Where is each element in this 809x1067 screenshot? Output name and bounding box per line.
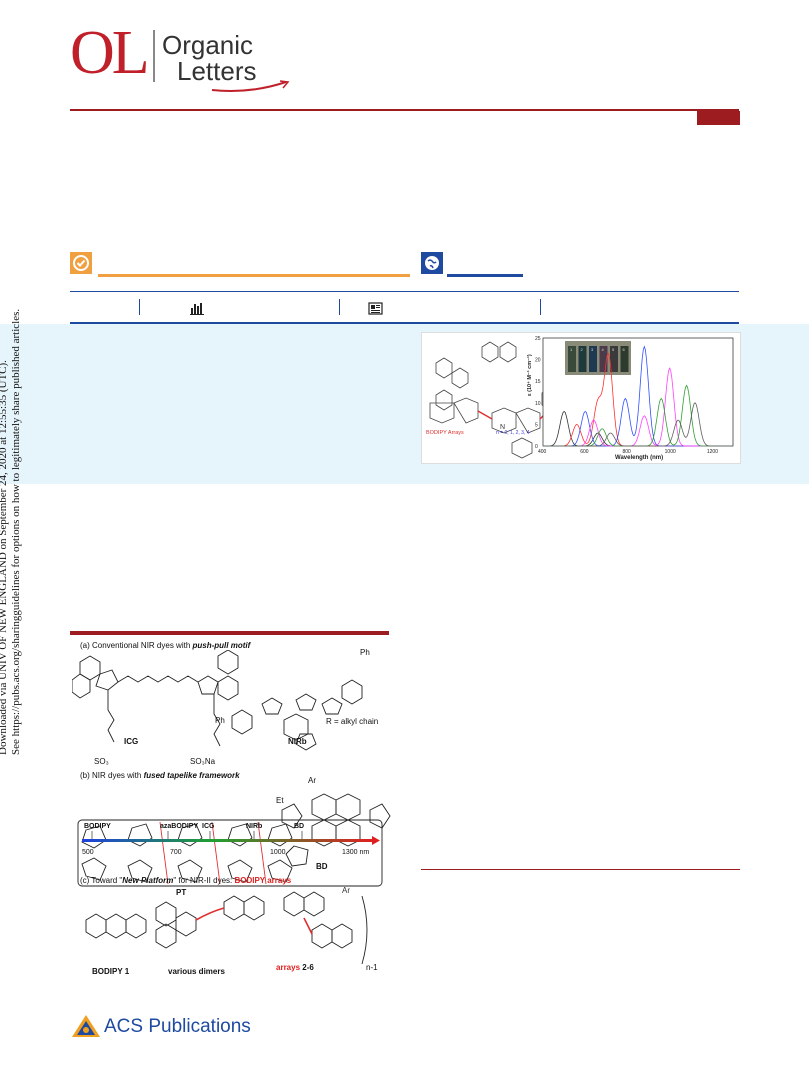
journal-logo-mark: OL — [70, 19, 150, 87]
label-ph-right: Ph — [360, 648, 370, 657]
spectrum-y-tick: 5 — [535, 422, 538, 428]
figure-panel-b-title: (b) NIR dyes with fused tapelike framewo… — [80, 771, 240, 780]
spectrum-x-tick: 800 — [622, 449, 631, 455]
column-rule — [421, 869, 740, 870]
header-rule — [70, 109, 739, 111]
figure-top-rule — [70, 631, 389, 635]
journal-name-line1: Organic — [162, 30, 254, 60]
label-so3na: SO₃Na — [190, 757, 216, 766]
vial-label: 1 — [570, 347, 573, 352]
scale-tick-label: 1300 nm — [342, 849, 369, 856]
label-bd: BD — [316, 862, 328, 871]
label-various-dimers: various dimers — [168, 967, 225, 976]
figure-panel-c-title: (c) Toward "New Platform" for NIR-II dye… — [80, 876, 292, 885]
toc-n-label: n = 0, 1, 2, 3, 4 — [496, 430, 530, 436]
vial — [599, 346, 608, 372]
spectrum-xlabel: Wavelength (nm) — [615, 455, 663, 461]
metrics-bottom-rule — [70, 322, 739, 324]
label-ar-c: Ar — [342, 886, 350, 895]
publisher-name: ACS Publications — [104, 1016, 251, 1037]
open-access-badge[interactable] — [70, 252, 92, 274]
scale-tick-label: 700 — [170, 849, 182, 856]
absorption-spectrum-chart: 400 600 800 1000 1200 0 5 10 15 20 25 1 2 3 4 5 6 ε (10… — [526, 336, 734, 461]
label-icg: ICG — [124, 737, 139, 746]
spectrum-y-tick: 0 — [535, 444, 538, 450]
orange-badge-line — [98, 274, 410, 277]
vial — [610, 346, 618, 372]
spectrum-y-tick: 15 — [535, 379, 541, 385]
vial — [620, 346, 629, 372]
label-arrays: arrays 2-6 — [276, 963, 314, 972]
figure-scheme-drawing — [72, 650, 391, 965]
vial-label: 5 — [612, 347, 615, 352]
scale-label: NIRb — [246, 823, 262, 830]
vial-label: 3 — [591, 347, 594, 352]
label-pt: PT — [176, 888, 187, 897]
logo-divider — [153, 30, 155, 82]
header-tag — [697, 111, 740, 125]
spectrum-y-tick: 25 — [535, 336, 541, 342]
spectrum-series-line — [543, 402, 733, 447]
label-et: Et — [276, 796, 284, 805]
figure-panel-a-title: (a) Conventional NIR dyes with push-pull… — [80, 641, 251, 650]
spectrum-x-tick: 1200 — [707, 449, 718, 455]
spectrum-y-tick: 20 — [535, 358, 541, 364]
journal-name-line2: Letters — [177, 56, 257, 86]
download-notice-line1: Downloaded via UNIV OF NEW ENGLAND on Se… — [0, 360, 9, 755]
spectrum-x-tick: 1000 — [665, 449, 676, 455]
vial — [578, 346, 587, 372]
svg-text:N: N — [500, 424, 505, 431]
metrics-chart-icon[interactable] — [190, 302, 204, 315]
scale-label: azaBODIPY — [160, 823, 198, 830]
globe-icon — [425, 256, 439, 270]
spectrum-x-tick: 600 — [580, 449, 589, 455]
scale-label: ICG — [202, 823, 215, 830]
label-r-alkyl: R = alkyl chain — [326, 717, 379, 726]
vial — [589, 346, 597, 372]
blue-badge-line — [447, 274, 523, 277]
scale-tick-label: 1000 — [270, 849, 286, 856]
vial-label: 2 — [581, 347, 584, 352]
metrics-divider — [139, 299, 140, 315]
vial — [568, 346, 576, 372]
spectrum-y-tick: 10 — [535, 401, 541, 407]
spectrum-ylabel: ε (10⁴ M⁻¹ cm⁻¹) — [526, 354, 533, 396]
globe-badge[interactable] — [421, 252, 443, 274]
label-bodipy1: BODIPY 1 — [92, 967, 130, 976]
metrics-divider — [540, 299, 541, 315]
label-n-minus-1: n-1 — [366, 963, 378, 972]
vial-label: 6 — [623, 347, 626, 352]
scale-label: BODIPY — [84, 823, 111, 830]
logo-swoosh — [211, 80, 290, 92]
label-so3: SO₃ — [94, 757, 109, 766]
download-notice: Downloaded via UNIV OF NEW ENGLAND on Se… — [0, 300, 24, 760]
article-recommendations-icon[interactable] — [368, 302, 383, 315]
acs-logo-icon — [72, 1015, 100, 1037]
metrics-divider — [339, 299, 340, 315]
scale-label: BD — [294, 823, 304, 830]
check-circle-icon — [73, 255, 89, 271]
vial-label: 4 — [602, 347, 605, 352]
label-ar-top: Ar — [308, 776, 316, 785]
scale-tick-label: 500 — [82, 849, 94, 856]
toc-arrays-label: BODIPY Arrays — [426, 430, 464, 436]
spectrum-x-tick: 400 — [538, 449, 547, 455]
wavelength-scale: BODIPY azaBODIPY ICG NIRb BD 500 700 1000 1300 n… — [82, 823, 380, 856]
metrics-top-rule — [70, 291, 739, 292]
label-ph-left: Ph — [215, 716, 225, 725]
download-notice-line2[interactable]: See https://pubs.acs.org/sharingguidelin… — [10, 309, 22, 755]
label-nirb: NIRb — [288, 737, 307, 746]
